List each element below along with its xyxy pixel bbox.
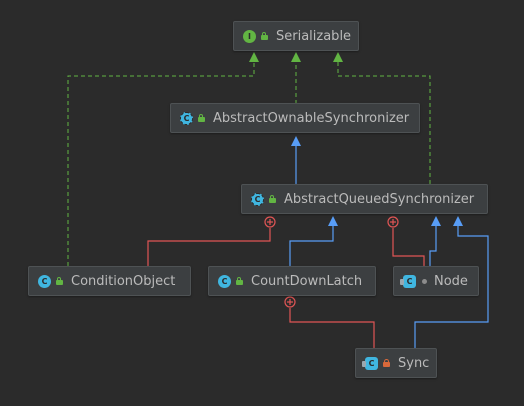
node-label: Sync [398,355,430,371]
edge-inner-node-aqs [392,228,425,266]
arrowhead-extends-aos [291,136,301,146]
public-visibility-icon [56,277,64,285]
class-icon: C [38,274,51,288]
inner-class-icon: C [400,274,416,288]
arrowhead-extends-aqs-2 [431,216,441,226]
node-count-down-latch[interactable]: C CountDownLatch [208,266,376,296]
node-sync[interactable]: C Sync [355,348,437,378]
inner-class-icon: C [362,356,378,370]
inner-marker-2 [387,216,399,228]
inner-marker-1 [264,216,276,228]
node-abstract-ownable-synchronizer[interactable]: C AbstractOwnableSynchronizer [170,103,420,133]
edge-inner-sync-countdownlatch [289,308,375,348]
inner-marker-3 [284,296,296,308]
arrowhead-implements-2 [291,52,301,62]
arrowhead-implements-1 [249,52,259,62]
abstract-class-icon: C [251,192,264,206]
node-condition-object[interactable]: C ConditionObject [28,266,191,296]
node-abstract-queued-synchronizer[interactable]: C AbstractQueuedSynchronizer [241,184,488,214]
node-serializable[interactable]: I Serializable [233,21,359,51]
arrowhead-extends-aqs-1 [328,216,338,226]
public-visibility-icon [269,195,277,203]
node-label: CountDownLatch [251,273,363,289]
arrowhead-extends-aqs-3 [453,216,463,226]
edge-extends-node-aqs [429,224,437,266]
class-icon: C [218,274,231,288]
node-node[interactable]: C Node [393,266,479,296]
abstract-class-icon: C [180,111,193,125]
node-label: Node [434,273,468,289]
private-visibility-icon [383,359,391,367]
node-label: AbstractQueuedSynchronizer [284,191,475,207]
node-label: ConditionObject [71,273,176,289]
edge-implements-aqs-serializable [337,60,431,184]
public-visibility-icon [198,114,206,122]
edge-extends-countdownlatch-aqs [289,224,334,266]
edge-implements-conditionobject-serializable [67,60,255,266]
node-label: Serializable [276,28,352,44]
edge-inner-conditionobject-aqs [147,228,271,266]
interface-icon: I [243,29,256,43]
arrowhead-implements-3 [333,52,343,62]
node-label: AbstractOwnableSynchronizer [213,110,410,126]
package-visibility-icon [422,278,427,284]
edge-extends-sync-aqs [414,224,489,348]
public-visibility-icon [261,32,269,40]
public-visibility-icon [236,277,244,285]
